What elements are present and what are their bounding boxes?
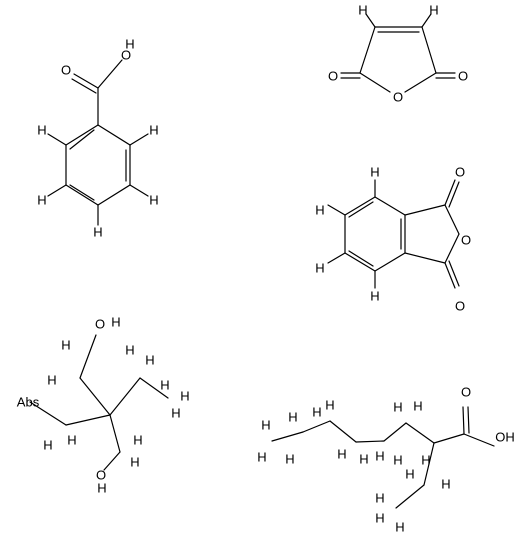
benzoic-h1: H — [149, 123, 158, 138]
phthalic-h1: H — [370, 165, 379, 180]
tmp-h-3: H — [160, 378, 169, 393]
benzoic-o-carbonyl: O — [61, 63, 71, 78]
eha-h-14: H — [441, 477, 450, 492]
tmp-h-2: H — [125, 343, 134, 358]
tmp-h-7: H — [61, 338, 70, 353]
benzoic-oh-h: H — [125, 37, 134, 52]
eha-h-5: H — [312, 405, 321, 420]
eha-h-18: H — [395, 520, 404, 535]
maleic-o-left: O — [328, 69, 338, 84]
tmp-o-bottom: O — [96, 468, 106, 483]
maleic-o-right: O — [458, 69, 468, 84]
tmp-o-top-h: H — [111, 315, 120, 330]
eha-h-11: H — [393, 400, 402, 415]
phthalic-o-top: O — [455, 165, 465, 180]
eha-h-8: H — [359, 452, 368, 467]
tmp-o-top: O — [95, 317, 105, 332]
tmp-h-8: H — [67, 433, 76, 448]
tmp-h-1: H — [145, 353, 154, 368]
tmp-h-6: H — [47, 373, 56, 388]
ethylhexanoic-acid-structure: O OH — [271, 385, 515, 509]
phthalic-h4: H — [370, 289, 379, 304]
tmp-h-4: H — [180, 389, 189, 404]
maleic-h-right: H — [429, 3, 438, 18]
benzoic-h5: H — [37, 123, 46, 138]
phthalic-anhydride-structure: O O O H H H H — [315, 165, 471, 314]
tmp-abs-label: Abs — [17, 395, 40, 410]
tmp-h-11: H — [130, 455, 139, 470]
eha-h-6: H — [325, 398, 334, 413]
maleic-h-left: H — [358, 3, 367, 18]
trimethylolpropane-structure: O H Abs O H — [17, 315, 169, 496]
eha-h-15: H — [405, 467, 414, 482]
maleic-anhydride-structure: H H O O O — [328, 3, 468, 105]
eha-h-2: H — [257, 450, 266, 465]
eha-h-4: H — [288, 410, 297, 425]
benzoic-h2: H — [149, 193, 158, 208]
benzoic-acid-structure: O O H H H H H H — [37, 37, 158, 240]
eha-h-1: H — [261, 418, 270, 433]
eha-oh: OH — [495, 430, 515, 445]
eha-h-12: H — [413, 399, 422, 414]
eha-h-10: H — [393, 453, 402, 468]
phthalic-h3: H — [315, 261, 324, 276]
eha-h-9: H — [375, 449, 384, 464]
eha-h-16: H — [375, 491, 384, 506]
benzoic-h3: H — [93, 225, 102, 240]
tmp-h-10: H — [133, 433, 142, 448]
tmp-h-9: H — [43, 438, 52, 453]
benzoic-oh-o: O — [121, 48, 131, 63]
maleic-o-ring: O — [393, 90, 403, 105]
phthalic-o-bottom: O — [455, 299, 465, 314]
phthalic-o-ring: O — [461, 233, 471, 248]
eha-h-7: H — [337, 447, 346, 462]
eha-h-3: H — [285, 452, 294, 467]
tmp-h-5: H — [171, 406, 180, 421]
tmp-o-bottom-h: H — [97, 481, 106, 496]
eha-h-17: H — [375, 511, 384, 526]
benzoic-h4: H — [37, 193, 46, 208]
phthalic-h2: H — [315, 203, 324, 218]
eha-h-13: H — [421, 453, 430, 468]
eha-o-carbonyl: O — [461, 385, 471, 400]
